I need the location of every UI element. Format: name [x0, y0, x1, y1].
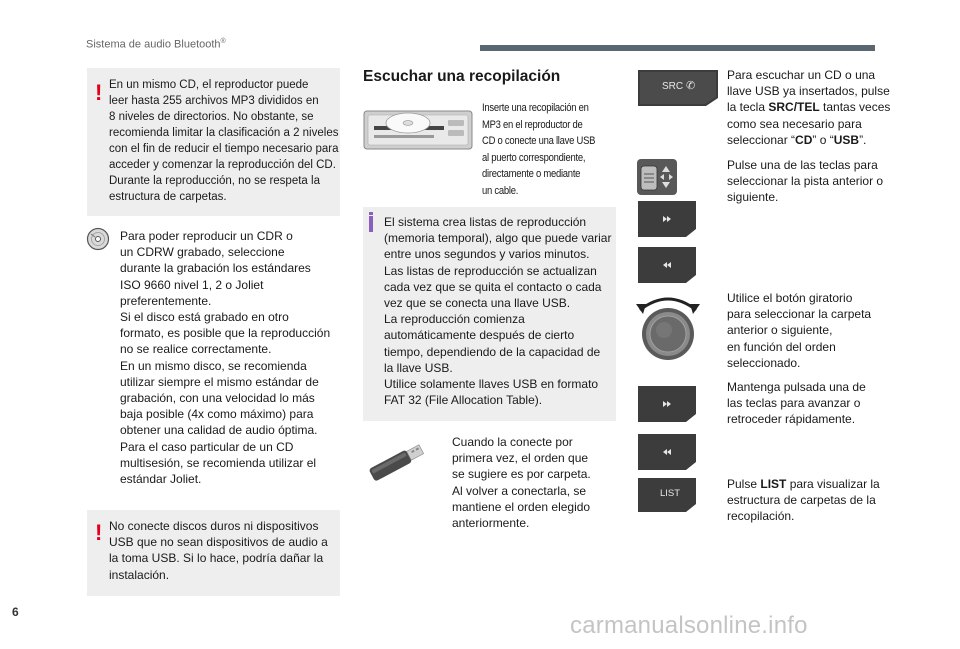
warning-text-mp3: En un mismo CD, el reproductor puede lee…: [109, 79, 339, 203]
cd-player-image: [362, 108, 474, 152]
track-select-text: Pulse una de las teclas para seleccionar…: [727, 158, 884, 205]
warning-box-mp3: ! En un mismo CD, el reproductor puede l…: [87, 68, 340, 216]
header-bar: [480, 45, 875, 51]
fast-forward-button: [636, 384, 698, 424]
watermark: carmanualsonline.info: [570, 612, 808, 639]
src-text: Para escuchar un CD o una llave USB ya i…: [727, 68, 891, 147]
cd-format-note: Para poder reproducir un CDR o un CDRW g…: [120, 229, 331, 487]
usb-order-text: Cuando la conecte por primera vez, el or…: [452, 435, 591, 531]
phone-icon: ✆: [686, 80, 696, 92]
src-button-label: SRC: [662, 81, 684, 92]
steering-wheel-control-icon: [636, 158, 678, 196]
warning-icon: !: [95, 520, 103, 545]
list-text: Pulse LIST para visualizar la estructura…: [727, 477, 880, 524]
warning-box-usb: ! No conecte discos duros ni dispositivo…: [87, 510, 340, 596]
info-icon-dot: [369, 212, 373, 215]
header-title-sup: ®: [220, 38, 226, 45]
page-number: 6: [12, 605, 19, 619]
section-title: Escuchar una recopilación: [363, 68, 561, 85]
info-text-playlists: El sistema crea listas de reproducción (…: [384, 215, 612, 408]
warning-icon: !: [95, 80, 103, 105]
list-button-label: LIST: [660, 488, 681, 499]
rotary-knob-text: Utilice el botón giratorio para seleccio…: [727, 291, 872, 370]
usb-stick-icon: [362, 440, 432, 482]
info-icon: [369, 216, 373, 232]
warning-text-usb: No conecte discos duros ni dispositivos …: [109, 519, 328, 582]
previous-track-button: [636, 245, 698, 285]
info-box-playlists: El sistema crea listas de reproducción (…: [363, 207, 616, 421]
cd-disc-icon: [86, 227, 110, 251]
header-title: Sistema de audio Bluetooth®: [86, 38, 226, 51]
next-track-button: [636, 199, 698, 239]
hold-seek-text: Mantenga pulsada una de las teclas para …: [727, 380, 866, 427]
src-tel-button: SRC ✆: [636, 68, 720, 108]
list-button: LIST: [636, 476, 698, 514]
insert-compilation-text: Inserte una recopilación en MP3 en el re…: [482, 102, 596, 197]
rewind-button: [636, 432, 698, 472]
rotary-knob-icon: [630, 290, 706, 366]
